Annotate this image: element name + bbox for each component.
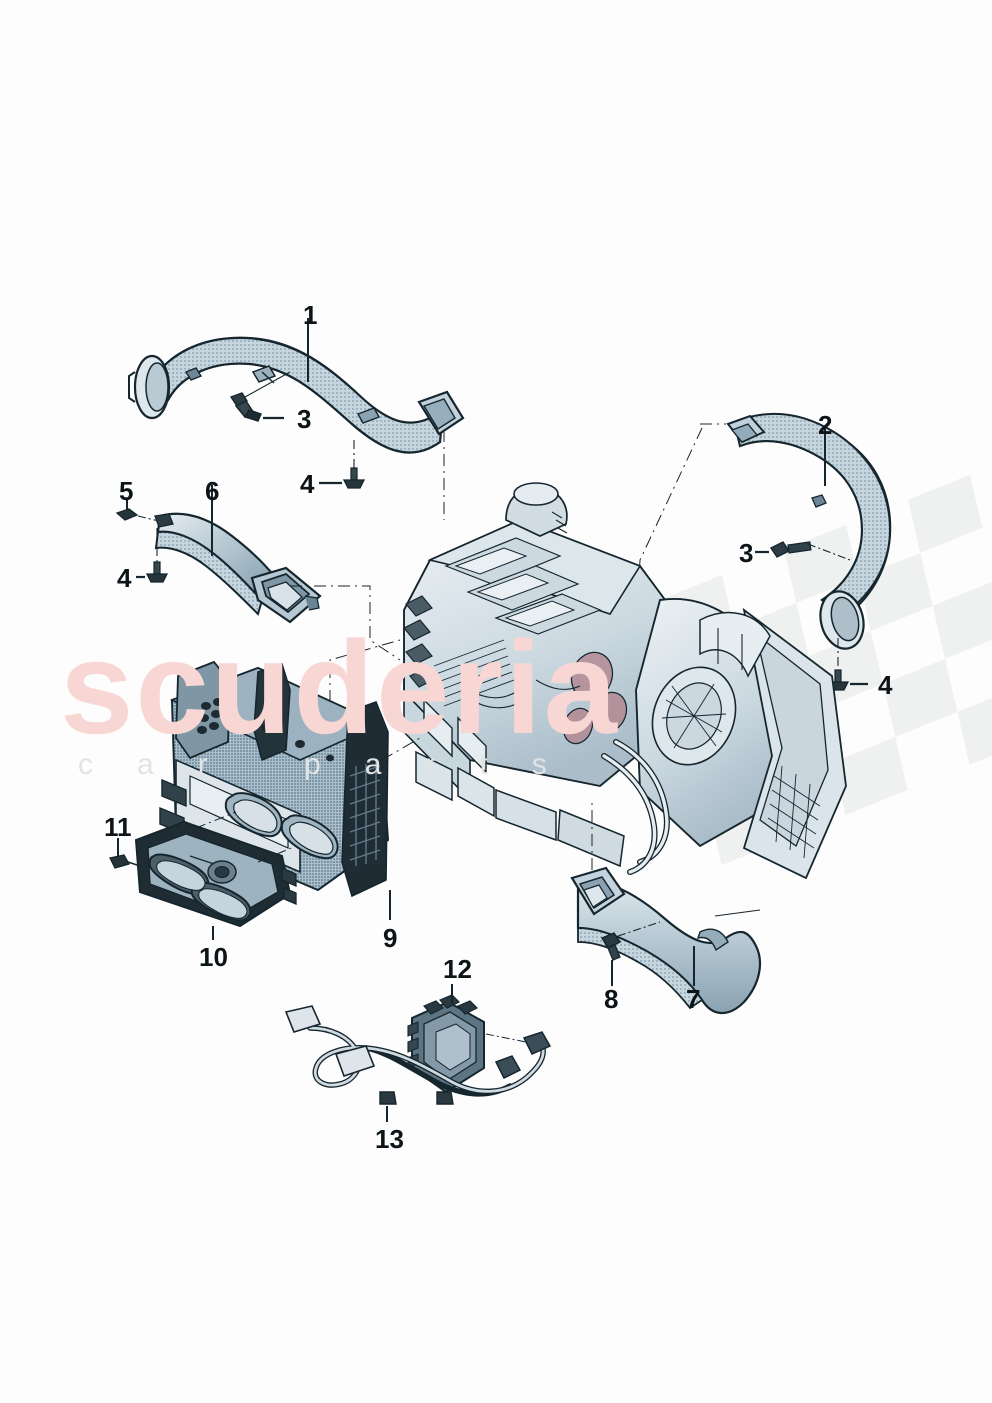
callout-11: 11 [104,812,132,842]
part-2-air-duct-right [726,413,892,650]
hvac-unit-assembly [403,482,847,880]
callout-5: 5 [119,476,134,506]
part-4-screw-left [136,528,169,583]
part-3-clip-retainer-left [229,392,284,422]
part-10-center-air-vent [134,820,297,940]
alignment-line-10a [195,811,237,829]
alignment-line-9a [329,639,401,702]
callout-8: 8 [604,984,619,1014]
leader-line-7b [714,909,761,917]
callout-12: 12 [443,954,472,984]
part-11-screw-vent [109,838,141,869]
callout-10: 10 [199,942,228,972]
alignment-line-9b [381,737,421,761]
callout-6: 6 [205,476,220,506]
callout-2: 2 [818,410,833,440]
callout-4a: 4 [300,469,315,499]
part-3-clip-retainer-right [755,541,851,561]
callout-1: 1 [303,300,318,330]
part-1-air-duct-center-upper [128,336,465,454]
callout-13: 13 [375,1124,404,1154]
leader-line-3a [244,371,291,398]
part-7-air-duct-lower-right [570,866,762,1015]
callout-3b: 3 [739,538,754,568]
callout-4c: 4 [878,670,893,700]
part-4-screw-upper-center [319,440,366,489]
callout-7: 7 [686,984,701,1014]
callout-9: 9 [383,923,398,953]
alignment-line-10b [257,845,297,863]
part-9-air-distribution-housing [159,660,391,920]
part-8-clip-retainer-lower [600,921,661,986]
alignment-line-6 [290,585,401,661]
brand-watermark: scuderia [60,614,619,761]
callout-3a: 3 [297,404,312,434]
part-6-air-duct-left [154,485,322,624]
callout-4b: 4 [117,563,132,593]
tagline-watermark: car parts [78,748,591,781]
part-13-wiring-harness [284,1005,552,1122]
